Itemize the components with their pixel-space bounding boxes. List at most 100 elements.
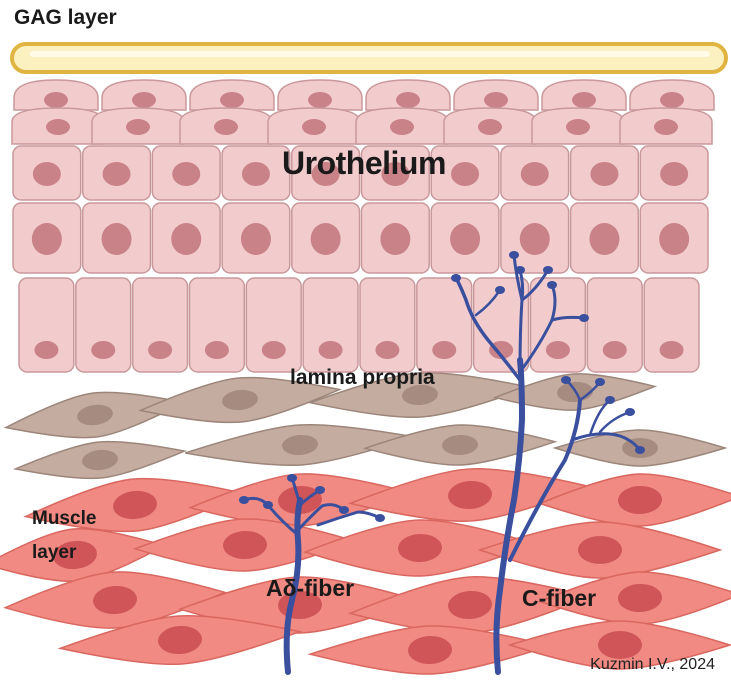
cell-nucleus [566, 119, 590, 135]
basal-cell [131, 277, 189, 373]
c-fiber-ending [579, 314, 589, 322]
cell-nucleus [44, 92, 68, 108]
cell-nucleus [396, 92, 420, 108]
cell-nucleus [261, 341, 286, 359]
smooth-muscle-cell [307, 625, 553, 675]
a-delta-ending [375, 514, 385, 522]
smooth-muscle-cell [507, 620, 731, 670]
c-fiber-ending [595, 378, 605, 386]
cell-nucleus [222, 389, 258, 411]
cell-nucleus [590, 162, 619, 186]
cell-nucleus [308, 92, 332, 108]
muscle-layer-label: Muscle layer [32, 502, 96, 570]
c-fiber-branch-lower [508, 398, 582, 562]
cell-nucleus [659, 223, 690, 255]
cell-nucleus [223, 530, 267, 560]
cell-nucleus [442, 434, 478, 456]
smooth-muscle-cell [347, 468, 593, 522]
a-delta-ending [287, 474, 297, 482]
cell-nucleus [172, 162, 201, 186]
cell-nucleus [93, 585, 137, 615]
fibroblast-cell [138, 376, 342, 424]
a-delta-branch [316, 510, 382, 527]
c-fiber-ending [451, 274, 461, 282]
smooth-muscle-cell [57, 615, 303, 665]
urothelium-label: Urothelium [282, 145, 446, 181]
cell-nucleus [204, 341, 229, 359]
cell-nucleus [158, 625, 202, 655]
a-delta-ending [239, 496, 249, 504]
smooth-muscle-cell [347, 576, 593, 634]
muscle-label-line2: layer [32, 542, 77, 563]
cell-nucleus [148, 341, 173, 359]
cell-nucleus [448, 590, 492, 620]
cell-nucleus [214, 119, 238, 135]
cell-nucleus [451, 162, 480, 186]
cell-nucleus [448, 480, 492, 510]
a-delta-fiber-label: Aδ-fiber [266, 575, 355, 601]
cell-nucleus [654, 119, 678, 135]
c-fiber-ending [625, 408, 635, 416]
basal-cell [359, 277, 416, 373]
fibroblast-cell [12, 440, 188, 480]
c-fiber-ending [605, 396, 615, 404]
a-delta-fiber-trunk [283, 497, 303, 675]
cell-nucleus [489, 341, 514, 359]
cell-nucleus [432, 341, 457, 359]
cell-nucleus [282, 434, 318, 456]
cell-nucleus [91, 341, 116, 359]
cell-nucleus [408, 635, 452, 665]
cell-nucleus [101, 223, 132, 255]
basal-cell [529, 277, 587, 373]
cell-nucleus [77, 404, 113, 426]
cell-nucleus [318, 341, 343, 359]
basal-cell [643, 277, 700, 373]
basal-cell [416, 277, 473, 373]
cell-nucleus [380, 223, 411, 255]
cell-nucleus [660, 162, 689, 186]
basal-cell [18, 277, 75, 373]
c-fiber-branch [570, 432, 642, 452]
cell-nucleus [31, 223, 62, 255]
a-delta-ending [339, 506, 349, 514]
cell-nucleus [478, 119, 502, 135]
cell-nucleus [598, 631, 642, 659]
smooth-muscle-cell [302, 519, 538, 577]
smooth-muscle-cell [537, 473, 731, 527]
cell-nucleus [398, 533, 442, 563]
cell-nucleus [102, 162, 131, 186]
smooth-muscle-cell [477, 521, 723, 579]
cell-nucleus [113, 490, 157, 520]
fibroblast-cell [3, 391, 187, 439]
cell-nucleus [402, 384, 438, 406]
cell-nucleus [659, 341, 684, 359]
fibroblast-cell [307, 372, 533, 418]
cell-nucleus [46, 119, 70, 135]
cell-nucleus [241, 162, 270, 186]
a-delta-ending [315, 486, 325, 494]
cell-nucleus [220, 92, 244, 108]
cell-nucleus [572, 92, 596, 108]
basal-cell [188, 277, 246, 373]
gag-band [10, 42, 728, 74]
cell-nucleus [660, 92, 684, 108]
basal-cell [586, 277, 643, 373]
c-fiber-ending [543, 266, 553, 274]
cell-nucleus [240, 223, 271, 255]
c-fiber-ending [635, 446, 645, 454]
basal-cell [302, 277, 359, 373]
c-fiber-ending [561, 376, 571, 384]
cell-nucleus [602, 341, 627, 359]
smooth-muscle-cell [23, 477, 247, 533]
cell-nucleus [302, 119, 326, 135]
smooth-muscle-cell [3, 571, 227, 629]
c-fiber-ending [495, 286, 505, 294]
basal-cell [75, 277, 132, 373]
c-fiber-branch [598, 410, 632, 434]
cell-nucleus [545, 341, 570, 359]
muscle-label-line1: Muscle [32, 508, 97, 529]
cell-nucleus [618, 485, 662, 515]
cell-nucleus [390, 119, 414, 135]
